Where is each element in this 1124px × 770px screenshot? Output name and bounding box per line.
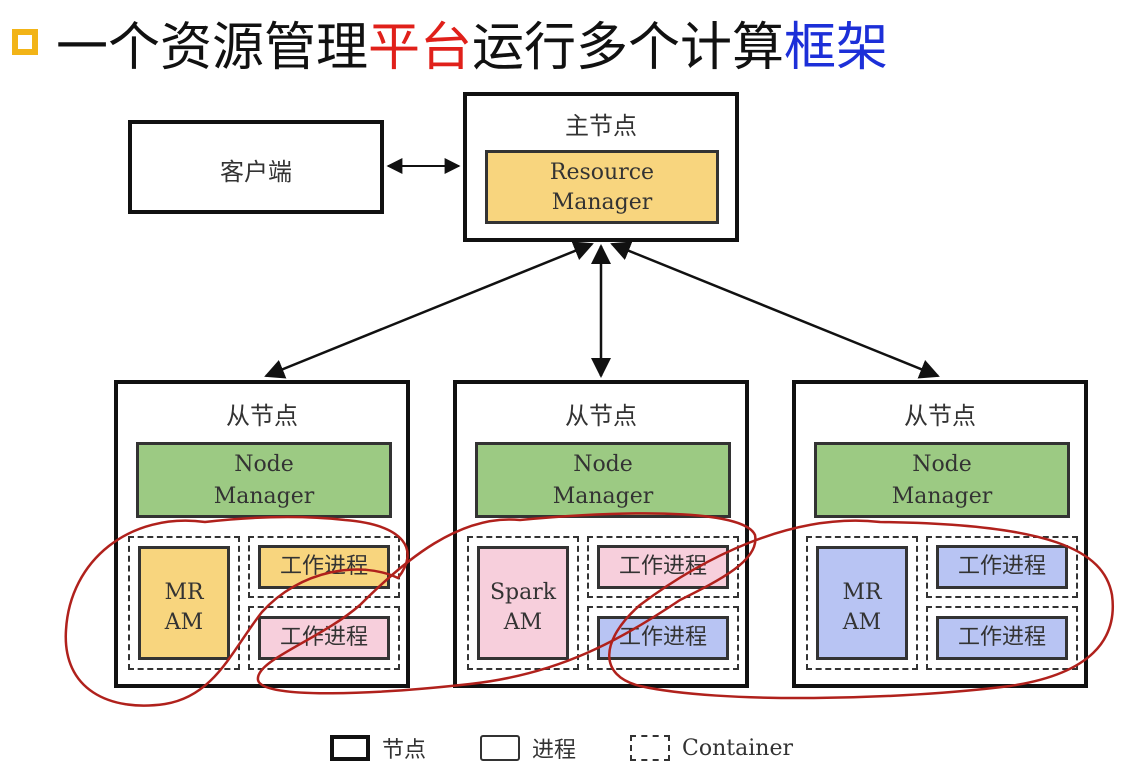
worker-label: 工作进程 bbox=[957, 554, 1046, 579]
slave-node-1: 从节点 Node Manager MR AM 工作进程 工作进程 bbox=[114, 380, 410, 688]
legend-item-process: 进程 bbox=[480, 732, 576, 764]
nm-line1: Node bbox=[573, 452, 633, 477]
node-manager-process: Node Manager bbox=[475, 442, 731, 518]
title-seg-3: 运行多个计算 bbox=[472, 17, 785, 78]
slave-node-label: 从节点 bbox=[904, 402, 976, 430]
title-text: 一个资源管理平台运行多个计算框架 bbox=[56, 5, 888, 80]
worker-process: 工作进程 bbox=[258, 616, 390, 660]
am-line1: Spark bbox=[489, 580, 557, 605]
title-seg-framework: 框架 bbox=[784, 17, 889, 78]
container-am: MR AM bbox=[128, 536, 240, 670]
nm-line1: Node bbox=[912, 452, 972, 477]
container-worker-1: 工作进程 bbox=[926, 536, 1078, 598]
worker-process: 工作进程 bbox=[936, 616, 1068, 660]
worker-label: 工作进程 bbox=[957, 625, 1046, 650]
annotation-loop-2 bbox=[256, 512, 757, 695]
slave-node-label: 从节点 bbox=[565, 402, 637, 430]
title-seg-platform: 平台 bbox=[368, 17, 473, 78]
container-am: MR AM bbox=[806, 536, 918, 670]
legend-label: 进程 bbox=[532, 738, 577, 763]
worker-label: 工作进程 bbox=[618, 554, 707, 579]
legend-swatch-node bbox=[330, 735, 370, 761]
am-line2: AM bbox=[503, 610, 543, 635]
rm-line1: Resource bbox=[549, 160, 655, 185]
legend-swatch-process bbox=[480, 735, 521, 761]
legend-item-container: Container bbox=[630, 735, 793, 761]
slave-node-label: 从节点 bbox=[226, 402, 298, 430]
square-bullet-icon bbox=[12, 29, 38, 55]
annotation-loop-1 bbox=[64, 515, 409, 707]
slide-title: 一个资源管理平台运行多个计算框架 bbox=[12, 4, 888, 80]
container-worker-2: 工作进程 bbox=[248, 606, 400, 670]
master-slave3-arrow bbox=[610, 241, 940, 379]
nm-line2: Manager bbox=[891, 484, 993, 509]
am-line1: MR bbox=[842, 580, 882, 605]
container-worker-2: 工作进程 bbox=[926, 606, 1078, 670]
node-manager-process: Node Manager bbox=[814, 442, 1070, 518]
master-node-label: 主节点 bbox=[565, 112, 637, 140]
legend: 节点 进程 Container bbox=[330, 732, 847, 764]
nm-line2: Manager bbox=[213, 484, 315, 509]
spark-am-process: Spark AM bbox=[477, 546, 569, 660]
rm-line2: Manager bbox=[551, 190, 653, 215]
nm-line2: Manager bbox=[552, 484, 654, 509]
master-slave1-arrow bbox=[264, 241, 594, 379]
legend-label: 节点 bbox=[382, 738, 427, 763]
client-label: 客户端 bbox=[220, 158, 292, 186]
legend-label: Container bbox=[682, 735, 793, 761]
slave-node-3: 从节点 Node Manager MR AM 工作进程 工作进程 bbox=[792, 380, 1088, 688]
resource-manager-process: Resource Manager bbox=[485, 150, 719, 224]
annotation-loop-3 bbox=[608, 519, 1115, 700]
master-node: 主节点 Resource Manager bbox=[463, 92, 739, 242]
am-line1: MR bbox=[164, 580, 204, 605]
legend-item-node: 节点 bbox=[330, 732, 426, 764]
am-line2: AM bbox=[164, 610, 204, 635]
container-am: Spark AM bbox=[467, 536, 579, 670]
title-seg-1: 一个资源管理 bbox=[56, 17, 369, 78]
worker-process: 工作进程 bbox=[936, 545, 1068, 589]
client-box: 客户端 bbox=[128, 120, 384, 214]
slave-node-2: 从节点 Node Manager Spark AM 工作进程 工作进程 bbox=[453, 380, 749, 688]
nm-line1: Node bbox=[234, 452, 294, 477]
mr-am-process: MR AM bbox=[816, 546, 908, 660]
legend-swatch-container bbox=[630, 735, 671, 761]
mr-am-process: MR AM bbox=[138, 546, 230, 660]
am-line2: AM bbox=[842, 610, 882, 635]
